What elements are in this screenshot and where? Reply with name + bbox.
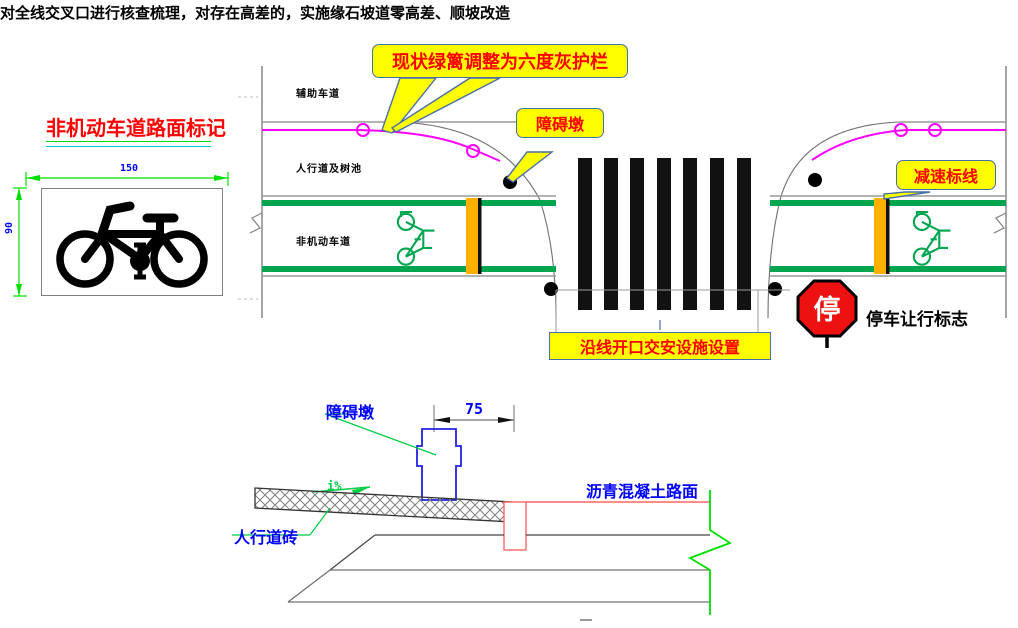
road-label-bike-lane: 非机动车道 (296, 237, 351, 248)
section-view (232, 405, 732, 621)
panel-title-underline (46, 141, 211, 147)
section-slope-label: i% (327, 479, 342, 493)
bollard-dot (808, 173, 822, 187)
sidewalk-paver (254, 487, 513, 523)
callout-obstacle-bollard[interactable]: 障碍墩 (516, 108, 604, 138)
bike-lane-symbol-right (912, 210, 951, 266)
dim-width-label: 150 (120, 163, 139, 174)
callout-hedge-to-grey-fence[interactable]: 现状绿篱调整为六度灰护栏 (372, 44, 628, 78)
header-note: 对全线交叉口进行核查梳理，对存在高差的，实施缘石坡道零高差、顺坡改造 (0, 4, 511, 22)
curb-stone (503, 501, 527, 551)
bollard-dot (544, 282, 558, 296)
panel-title: 非机动车道路面标记 (46, 116, 226, 140)
section-dimension-75: 75 (465, 400, 484, 418)
callout-speed-reduction-marking[interactable]: 减速标线 (896, 160, 996, 190)
stop-sign-label: 停车让行标志 (866, 310, 968, 330)
plan-view (249, 66, 1007, 332)
bicycle-icon (56, 201, 208, 288)
section-label-asphalt-pavement: 沥青混凝土路面 (586, 482, 699, 501)
bollard-profile (416, 428, 462, 501)
callout-safety-facility-setup[interactable]: 沿线开口交安设施设置 (549, 332, 771, 360)
section-label-bollard: 障碍墩 (326, 403, 375, 422)
section-label-sidewalk-brick: 人行道砖 (234, 528, 299, 547)
stop-sign-glyph: 停 (813, 294, 841, 326)
road-label-sidewalk-treepit: 人行道及树池 (296, 164, 362, 175)
bollard-dot (768, 282, 782, 296)
left-panel-dimensions (13, 96, 258, 300)
road-label-auxiliary-lane: 辅助车道 (296, 89, 340, 100)
bicycle-marking-box (41, 188, 223, 296)
bike-lane-symbol-left (396, 210, 435, 266)
crosswalk-stripes (578, 158, 751, 310)
stop-sign: 停 (795, 278, 859, 348)
